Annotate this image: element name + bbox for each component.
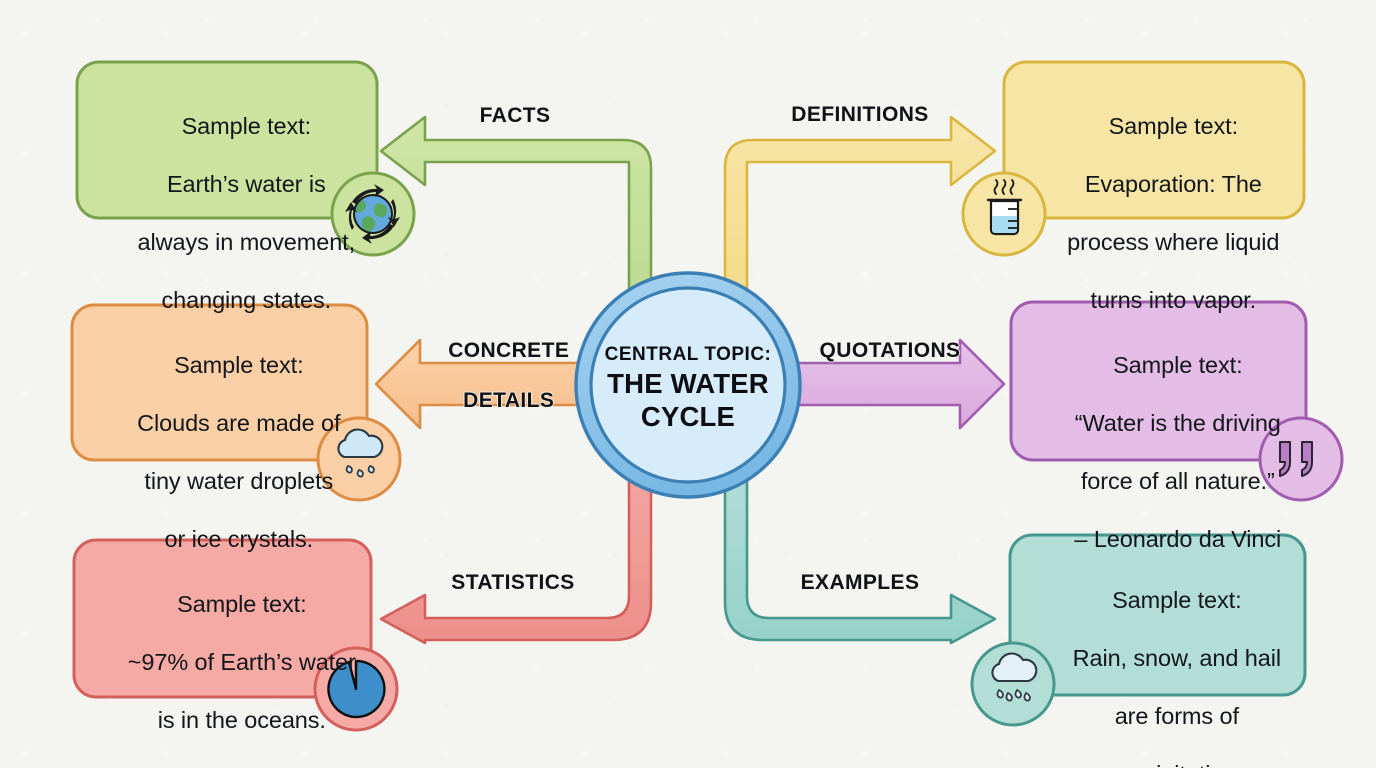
node-line: Sample text: xyxy=(177,591,307,617)
node-line: force of all nature.” xyxy=(1080,468,1275,494)
connector-label-line: DETAILS xyxy=(463,389,555,412)
node-line: – Leonardo da Vinci xyxy=(1074,526,1282,552)
node-line: process where liquid xyxy=(1067,229,1280,255)
connector-examples xyxy=(723,438,997,645)
connector-label-concrete-details: CONCRETE DETAILS xyxy=(390,313,590,438)
node-line: or ice crystals. xyxy=(164,526,314,552)
node-line: Earth’s water is xyxy=(166,171,326,197)
node-text-facts: Sample text: Earth’s water is always in … xyxy=(77,83,377,344)
node-line: “Water is the driving xyxy=(1074,410,1281,436)
node-line: Sample text: xyxy=(1108,113,1239,139)
node-line: Sample text: xyxy=(1112,587,1242,613)
connector-concrete-details xyxy=(374,338,602,430)
node-text-definitions: Sample text: Evaporation: The process wh… xyxy=(1004,83,1304,344)
node-box-quotations[interactable] xyxy=(1009,300,1308,462)
node-box-statistics[interactable] xyxy=(72,538,373,699)
node-line: Sample text: xyxy=(181,113,312,139)
node-text-quotations: Sample text: “Water is the driving force… xyxy=(1011,322,1306,583)
earth-recycle-icon xyxy=(330,171,416,257)
connector-definitions xyxy=(723,115,997,332)
node-box-examples[interactable] xyxy=(1008,533,1307,697)
node-line: changing states. xyxy=(161,287,332,313)
node-line: Sample text: xyxy=(174,352,304,378)
beaker-evaporation-icon xyxy=(961,171,1047,257)
connector-label-facts: FACTS xyxy=(479,104,551,127)
rain-cloud-icon xyxy=(316,416,402,502)
connector-quotations xyxy=(774,338,1006,430)
node-text-statistics: Sample text: ~97% of Earth’s water is in… xyxy=(74,561,371,764)
connector-facts xyxy=(379,115,653,332)
node-text-examples: Sample text: Rain, snow, and hail are fo… xyxy=(1010,557,1305,768)
node-line: precipitation. xyxy=(1111,761,1243,768)
hub-title-line1: THE WATER xyxy=(607,368,769,399)
connector-label-definitions: DEFINITIONS xyxy=(791,103,929,126)
node-line: are forms of xyxy=(1114,703,1239,729)
node-line: is in the oceans. xyxy=(157,707,326,733)
node-box-facts[interactable] xyxy=(75,60,379,220)
connector-label-line: CONCRETE xyxy=(448,339,570,362)
node-line: turns into vapor. xyxy=(1090,287,1257,313)
hub-kicker: CENTRAL TOPIC: xyxy=(604,344,772,365)
node-box-definitions[interactable] xyxy=(1002,60,1306,220)
connector-statistics xyxy=(379,438,653,645)
quotation-mark-icon xyxy=(1258,416,1344,502)
connector-label-examples: EXAMPLES xyxy=(800,571,920,594)
hub-title-line2: CYCLE xyxy=(640,401,736,432)
node-line: Sample text: xyxy=(1113,352,1243,378)
node-line: Evaporation: The xyxy=(1084,171,1262,197)
node-line: Clouds are made of xyxy=(137,410,341,436)
connector-label-quotations: QUOTATIONS xyxy=(819,339,961,362)
node-line: tiny water droplets xyxy=(144,468,334,494)
node-line: Rain, snow, and hail xyxy=(1072,645,1281,671)
node-line: ~97% of Earth’s water xyxy=(127,649,356,675)
node-box-concrete-details[interactable] xyxy=(70,303,369,462)
connector-label-statistics: STATISTICS xyxy=(451,571,575,594)
pie-chart-icon xyxy=(313,646,399,732)
node-text-concrete-details: Sample text: Clouds are made of tiny wat… xyxy=(72,322,367,583)
node-line: always in movement, xyxy=(137,229,356,255)
precipitation-cloud-icon xyxy=(970,641,1056,727)
